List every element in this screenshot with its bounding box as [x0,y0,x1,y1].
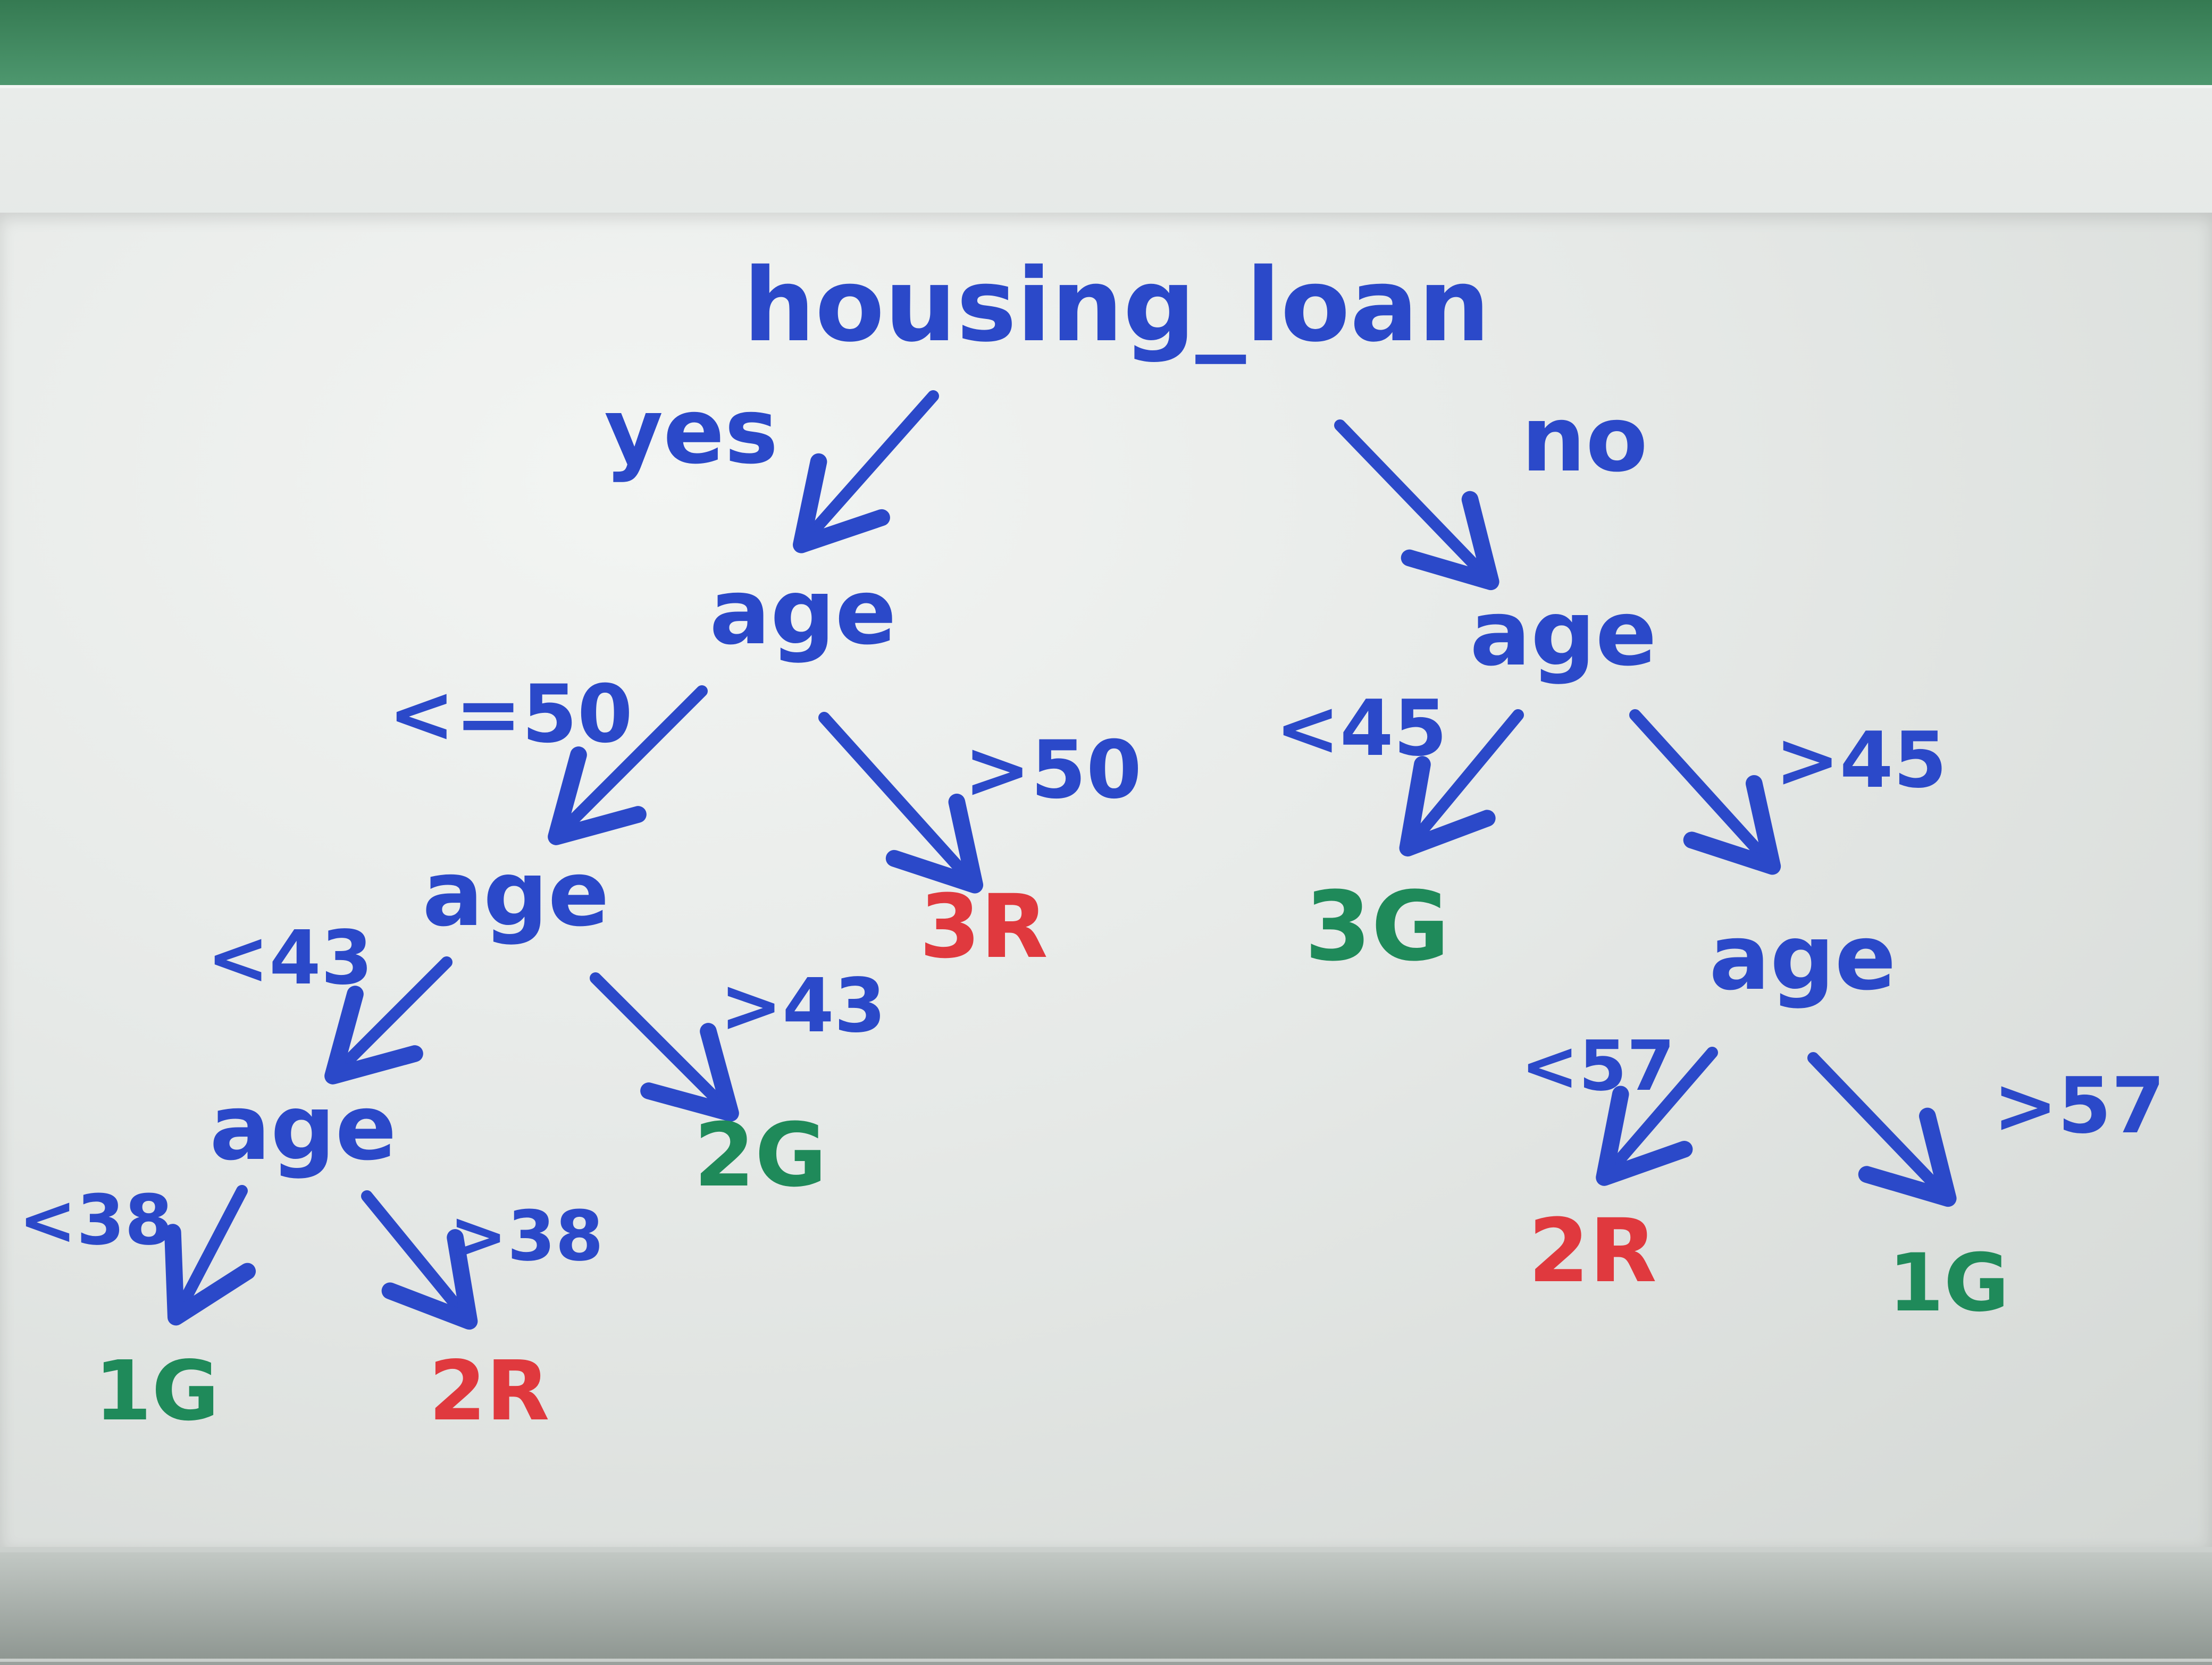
leaf-labels: 3R 2G 1G 2R 3G 2R 1G [94,871,2009,1439]
leaf-3g-lt45: 3G [1305,871,1450,982]
no-gt45-age-node: age [1709,905,1896,1011]
yes-lt43-age-node: age [210,1075,397,1181]
edge-label-no: no [1521,387,1648,492]
edge-gt57-arrow [1807,1052,1957,1207]
tree-nodes: housing_loan age age age age age [210,247,1896,1181]
leaf-2g-gt43: 2G [694,1104,827,1206]
edge-label-lt57: <57 [1521,1025,1675,1106]
leaf-1g-lt38: 1G [94,1343,219,1439]
edge-label-gt38: >38 [449,1196,604,1276]
marker-tray [0,1552,2212,1659]
tree-edges [164,390,1957,1330]
edge-root-yes-arrow [793,390,939,553]
yes-age-node: age [709,560,896,665]
edge-no-gt45-arrow [1629,709,1781,875]
edge-label-gt45: >45 [1775,716,1947,805]
edge-yes-le50-arrow [548,685,708,845]
edge-lt38-arrow [164,1185,256,1326]
root-node-label: housing_loan [743,247,1490,364]
edge-label-gt57: >57 [1993,1061,2165,1151]
edge-gt38-arrow [361,1190,478,1330]
leaf-2r-gt38: 2R [429,1343,549,1439]
edge-label-lt43: <43 [207,915,373,1002]
edge-label-gt50: >50 [964,724,1142,817]
no-age-node: age [1470,581,1657,686]
edge-labels: yes no <=50 >50 <43 >43 <38 >38 <45 >45 … [19,379,2165,1276]
whiteboard-surface [0,213,2212,1547]
edge-label-yes: yes [604,379,778,484]
edge-label-le50: <=50 [388,668,633,761]
edge-no-lt45-arrow [1399,709,1524,857]
edge-lt43-arrow [324,956,453,1084]
edge-label-lt38: <38 [19,1180,173,1260]
green-wall [0,0,2212,90]
leaf-1g-gt57: 1G [1888,1237,2009,1330]
edge-lt57-arrow [1596,1047,1718,1186]
leaf-2r-lt57: 2R [1528,1200,1657,1302]
edge-label-gt43: >43 [720,963,886,1049]
edge-yes-gt50-arrow [818,712,984,894]
edge-root-no-arrow [1334,419,1499,591]
leaf-3r: 3R [919,876,1048,978]
yes-le50-age-node: age [422,842,609,947]
edge-label-lt45: <45 [1275,684,1447,773]
edge-gt43-arrow [590,972,739,1122]
